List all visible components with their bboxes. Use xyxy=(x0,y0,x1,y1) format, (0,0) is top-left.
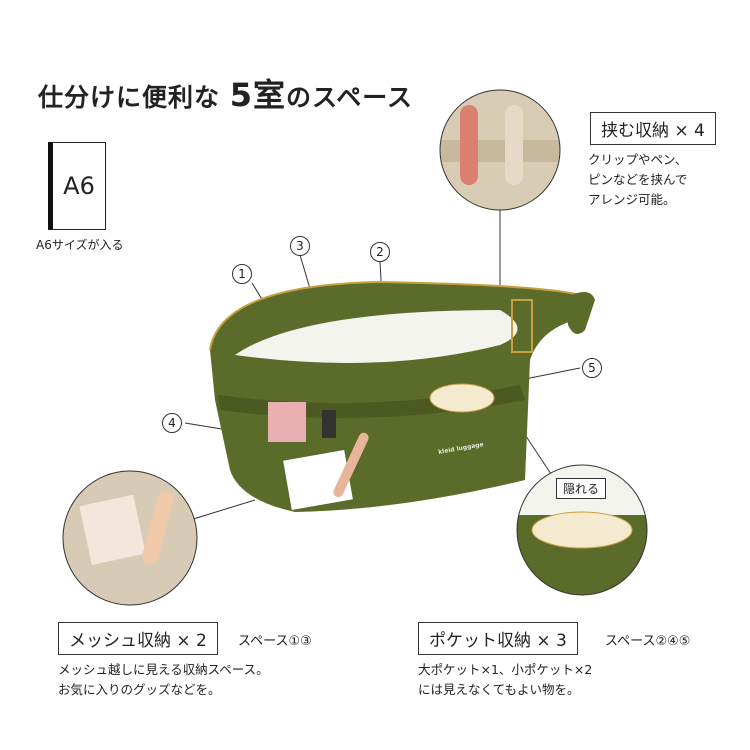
hidden-label: 隠れる xyxy=(556,478,607,499)
a6-caption: A6サイズが入る xyxy=(36,238,124,252)
mesh-feature-description: メッシュ越しに見える収納スペース。お気に入りのグッズなどを。 xyxy=(58,662,269,697)
marker-3: 3 xyxy=(290,236,310,256)
pocket-feature-label: ポケット収納 × 3 xyxy=(418,622,578,655)
clip-feature-description: クリップやペン、ピンなどを挟んでアレンジ可能。 xyxy=(588,152,688,207)
pocket-feature-spaces: スペース②④⑤ xyxy=(605,634,691,649)
marker-4: 4 xyxy=(162,413,182,433)
clip-feature-label: 挟む収納 × 4 xyxy=(590,112,716,145)
marker-1: 1 xyxy=(232,264,252,284)
page-title: 仕分けに便利な 5室のスペース xyxy=(38,76,414,114)
marker-2: 2 xyxy=(370,242,390,262)
mesh-feature-spaces: スペース①③ xyxy=(238,634,312,649)
mesh-feature-label: メッシュ収納 × 2 xyxy=(58,622,218,655)
marker-5: 5 xyxy=(582,358,602,378)
a6-size-icon: A6 xyxy=(48,142,106,230)
